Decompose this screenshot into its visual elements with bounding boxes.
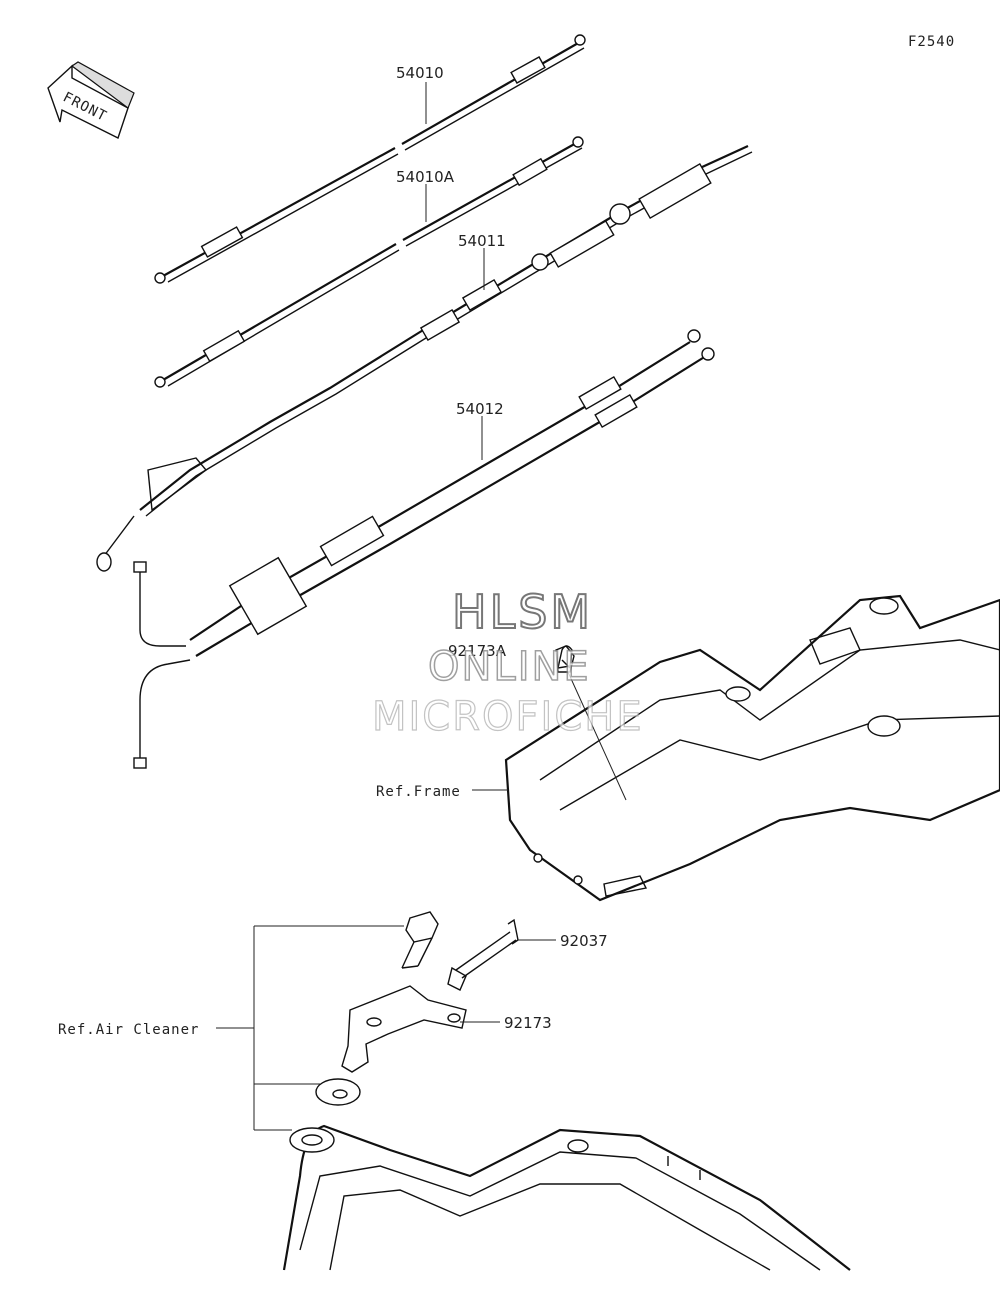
watermark-line1: HLSM xyxy=(452,585,593,639)
cable-54010a xyxy=(154,136,584,388)
leader-lines xyxy=(216,82,627,1131)
clip-92173a xyxy=(555,645,575,673)
air-cleaner-outline xyxy=(282,1124,851,1271)
cable-54012 xyxy=(133,329,715,769)
clamp-92037 xyxy=(447,918,519,991)
cable-54011 xyxy=(96,145,753,572)
part-label-54011: 54011 xyxy=(458,232,506,250)
frame-outline xyxy=(504,594,1000,902)
bolt xyxy=(401,911,439,969)
watermark-line2: ONLINE xyxy=(428,644,591,690)
part-label-54012: 54012 xyxy=(456,400,504,418)
part-label-54010: 54010 xyxy=(396,64,444,82)
watermark-line3: MICROFICHE xyxy=(372,694,644,740)
part-label-92037: 92037 xyxy=(560,932,608,950)
part-label-92173a: 92173A xyxy=(448,642,507,660)
washer xyxy=(315,1078,361,1106)
watermark: HLSM ONLINE MICROFICHE xyxy=(371,584,644,741)
part-label-54010a: 54010A xyxy=(396,168,455,186)
figure-code: F2540 xyxy=(908,34,955,50)
bracket-92173 xyxy=(341,985,467,1073)
ref-frame-label: Ref.Frame xyxy=(376,784,461,800)
cable-54010 xyxy=(154,34,586,284)
front-arrow-icon: FRONT xyxy=(47,61,135,139)
part-label-92173: 92173 xyxy=(504,1014,552,1032)
ref-air-cleaner-label: Ref.Air Cleaner xyxy=(58,1022,199,1038)
